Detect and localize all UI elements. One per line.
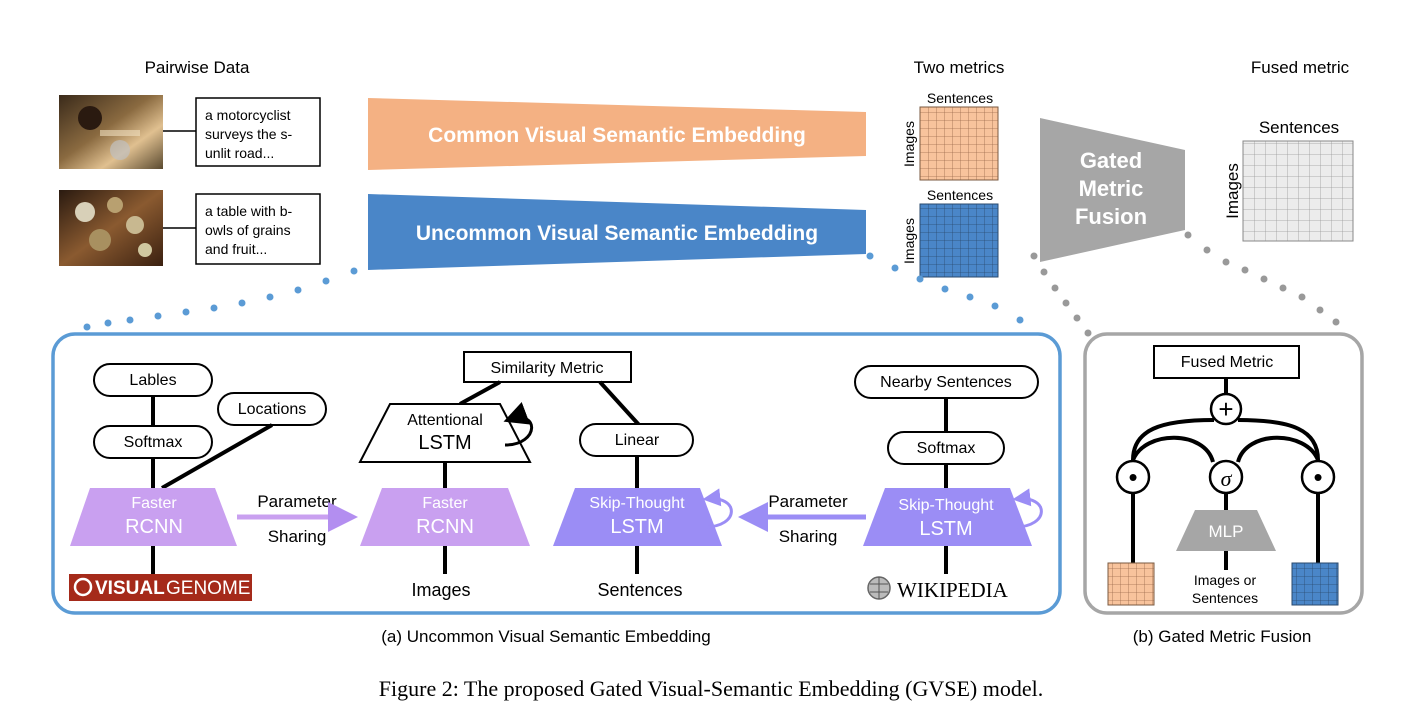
fused-metric-label: Fused Metric	[1181, 354, 1273, 371]
visual-genome-logo: VISUAL GENOME	[69, 574, 252, 601]
dotted-connector-left	[83, 267, 358, 331]
fused-images-label: Images	[1223, 163, 1242, 219]
fused-metric-matrix	[1242, 140, 1354, 242]
caption1-line3: unlit road...	[205, 145, 274, 161]
caption1-line1: a motorcyclist	[205, 107, 291, 123]
matrix2-sentences-label: Sentences	[927, 187, 993, 203]
uncommon-metric-matrix	[919, 203, 999, 278]
common-metric-matrix	[919, 106, 999, 181]
faster-rcnn-mid	[360, 488, 530, 546]
pairwise-data-title: Pairwise Data	[145, 58, 250, 77]
faster-rcnn-mid-line1: Faster	[422, 495, 468, 512]
sum-node	[1209, 392, 1243, 426]
faster-rcnn-left-line1: Faster	[131, 495, 177, 512]
gated-fusion-line2: Metric	[1079, 176, 1144, 201]
lables-label: Lables	[129, 372, 176, 389]
param-sharing-right-line2: Sharing	[779, 527, 838, 546]
gated-metric-fusion-shape	[1040, 118, 1185, 262]
caption2-line3: and fruit...	[205, 241, 267, 257]
faster-rcnn-mid-line2: RCNN	[416, 516, 474, 538]
skip-thought-right-line2: LSTM	[919, 518, 972, 540]
gated-fusion-line3: Fusion	[1075, 204, 1147, 229]
fused-metric-title: Fused metric	[1251, 58, 1350, 77]
matrix1-images-label: Images	[901, 121, 917, 167]
caption1-line2: surveys the s-	[205, 126, 292, 142]
attentional-lstm-label: LSTM	[418, 432, 471, 454]
caption-box-2	[195, 193, 321, 265]
uncommon-embedding-shape	[368, 194, 866, 270]
caption2-line2: owls of grains	[205, 222, 291, 238]
nearby-sentences-label: Nearby Sentences	[880, 374, 1012, 391]
param-sharing-left-line2: Sharing	[268, 527, 327, 546]
softmax-label-a: Softmax	[124, 434, 183, 451]
panel-b-uncommon-matrix	[1291, 562, 1339, 606]
gated-fusion-line1: Gated	[1080, 148, 1142, 173]
two-metrics-title: Two metrics	[914, 58, 1005, 77]
matrix2-images-label: Images	[901, 218, 917, 264]
faster-rcnn-left-line2: RCNN	[125, 516, 183, 538]
skip-thought-mid-line2: LSTM	[610, 516, 663, 538]
images-input-label: Images	[411, 580, 470, 600]
panel-b-common-matrix	[1107, 562, 1155, 606]
locations-label: Locations	[238, 401, 307, 418]
linear-label: Linear	[615, 432, 660, 449]
similarity-metric-node	[463, 351, 632, 383]
matrix1-sentences-label: Sentences	[927, 90, 993, 106]
dotted-connector-right-blue	[866, 252, 1024, 324]
figure-caption: Figure 2: The proposed Gated Visual-Sema…	[379, 676, 1043, 701]
common-embedding-shape	[368, 98, 866, 170]
skip-thought-right-line1: Skip-Thought	[898, 497, 994, 514]
softmax-label-b: Softmax	[917, 440, 976, 457]
skip-thought-right-loop	[1012, 488, 1043, 529]
common-embedding-label: Common Visual Semantic Embedding	[428, 124, 806, 147]
attentional-loop-arrow	[503, 402, 534, 447]
motorcyclist-photo	[59, 95, 163, 169]
panel-b-frame	[1083, 332, 1364, 615]
genome-logo-visual: VISUAL	[95, 578, 165, 599]
similarity-metric-label: Similarity Metric	[491, 360, 604, 377]
panel-a-caption: (a) Uncommon Visual Semantic Embedding	[381, 627, 710, 646]
multiply-right-symbol: •	[1313, 462, 1322, 492]
table-bowls-photo	[59, 190, 163, 266]
mlp-label: MLP	[1209, 522, 1244, 541]
attentional-lstm-node	[358, 403, 532, 463]
genome-logo-genome: GENOME	[166, 578, 250, 599]
wikipedia-wordmark: WIKIPEDIA	[897, 578, 1009, 602]
multiply-left-symbol: •	[1128, 462, 1137, 492]
dotted-connector-gray-left	[1030, 252, 1092, 337]
sigma-symbol: σ	[1221, 466, 1233, 491]
mlp-node	[1176, 510, 1276, 551]
dotted-connector-gray-right	[1184, 231, 1340, 326]
panel-a-frame	[51, 332, 1062, 615]
mlp-input-line2: Sentences	[1192, 590, 1258, 606]
caption2-line1: a table with b-	[205, 203, 292, 219]
attentional-label: Attentional	[407, 412, 483, 429]
faster-rcnn-left	[70, 488, 237, 546]
skip-thought-mid	[553, 488, 722, 546]
param-sharing-right-line1: Parameter	[768, 492, 848, 511]
sum-symbol: +	[1218, 394, 1233, 424]
fused-sentences-label: Sentences	[1259, 118, 1339, 137]
uncommon-embedding-label: Uncommon Visual Semantic Embedding	[416, 222, 818, 245]
wikipedia-logo: WIKIPEDIA	[867, 576, 1009, 602]
mlp-input-line1: Images or	[1194, 572, 1257, 588]
caption-box-1	[195, 97, 321, 167]
skip-thought-right	[863, 488, 1032, 546]
skip-thought-mid-loop	[702, 488, 733, 529]
skip-thought-mid-line1: Skip-Thought	[589, 495, 685, 512]
fused-metric-node	[1153, 345, 1300, 379]
panel-b-caption: (b) Gated Metric Fusion	[1133, 627, 1312, 646]
sentences-input-label: Sentences	[597, 580, 682, 600]
param-sharing-left-line1: Parameter	[257, 492, 337, 511]
